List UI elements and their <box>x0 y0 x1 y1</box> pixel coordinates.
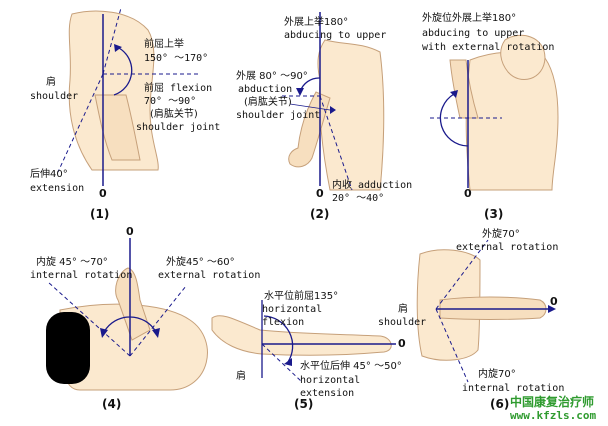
p5-arrowhead <box>284 358 292 366</box>
p6-external-en: external rotation <box>456 243 558 253</box>
p4-external-en: external rotation <box>158 271 260 281</box>
p1-joint-label: (肩肱关节) <box>150 110 198 120</box>
p2-adduction-range: 20° ～40° <box>332 194 384 204</box>
p1-shoulder-en: shoulder <box>30 92 78 102</box>
p4-zero: 0 <box>126 226 134 237</box>
p5-flexion-en1: horizontal <box>262 305 322 315</box>
p6-number: (6) <box>490 398 509 410</box>
p2-abduction-arrowhead <box>296 88 304 96</box>
p2-abduction-en: abduction <box>238 85 292 95</box>
p2-zero: 0 <box>316 188 324 199</box>
p1-flexion-range: 150° ～170° <box>144 54 208 64</box>
watermark-cn: 中国康复治疗师 <box>510 396 594 408</box>
p6-external-label: 外旋70° <box>482 230 520 240</box>
p5-flexion-label: 水平位前屈135° <box>264 292 338 302</box>
p2-upper-en: abducing to upper <box>284 31 386 41</box>
p3-zero: 0 <box>464 188 472 199</box>
panel-3-figure <box>430 35 558 190</box>
p6-shoulder-label: 肩 <box>398 305 408 315</box>
p3-title-en2: with external rotation <box>422 43 554 53</box>
p2-adduction-label: 内收 adduction <box>332 181 412 191</box>
p5-zero: 0 <box>398 338 406 349</box>
p4-number: (4) <box>102 398 121 410</box>
p5-shoulder-label: 肩 <box>236 372 246 382</box>
p1-number: (1) <box>90 208 109 220</box>
p3-number: (3) <box>484 208 503 220</box>
p4-internal-en: internal rotation <box>30 271 132 281</box>
p1-flexion2-label: 前屈 flexion <box>144 84 212 94</box>
p5-number: (5) <box>294 398 313 410</box>
p2-joint-en: shoulder joint <box>236 111 320 121</box>
p1-zero: 0 <box>99 188 107 199</box>
p5-extension-label: 水平位后伸 45° ～50° <box>300 362 402 372</box>
p3-title-label: 外旋位外展上举180° <box>422 14 516 24</box>
watermark-url: www.kfzls.com <box>510 410 596 421</box>
p4-internal-label: 内旋 45° ～70° <box>36 258 108 268</box>
p6-zero: 0 <box>550 296 558 307</box>
panel-6-figure <box>417 240 556 382</box>
p6-internal-label: 内旋70° <box>478 370 516 380</box>
p6-shoulder-en: shoulder <box>378 318 426 328</box>
p2-abduction-label: 外展 80° ～90° <box>236 72 308 82</box>
p5-extension-en1: horizontal <box>300 376 360 386</box>
p2-body <box>318 40 384 190</box>
p4-head <box>46 312 90 384</box>
p1-joint-en: shoulder joint <box>136 123 220 133</box>
p2-upper-label: 外展上举180° <box>284 18 348 28</box>
p1-extension-label: 后伸40° <box>30 170 68 180</box>
p1-shoulder-label: 肩 <box>46 78 56 88</box>
p1-flexion-label: 前屈上举 <box>144 40 184 50</box>
p6-internal-en: internal rotation <box>462 384 564 394</box>
p1-extension-en: extension <box>30 184 84 194</box>
p4-external-label: 外旋45° ～60° <box>166 258 235 268</box>
p1-flexion2-range: 70° ～90° <box>144 97 196 107</box>
p3-title-en1: abducing to upper <box>422 29 524 39</box>
p5-flexion-en2: flexion <box>262 318 304 328</box>
p2-joint-label: (肩肱关节) <box>244 98 292 108</box>
p2-number: (2) <box>310 208 329 220</box>
